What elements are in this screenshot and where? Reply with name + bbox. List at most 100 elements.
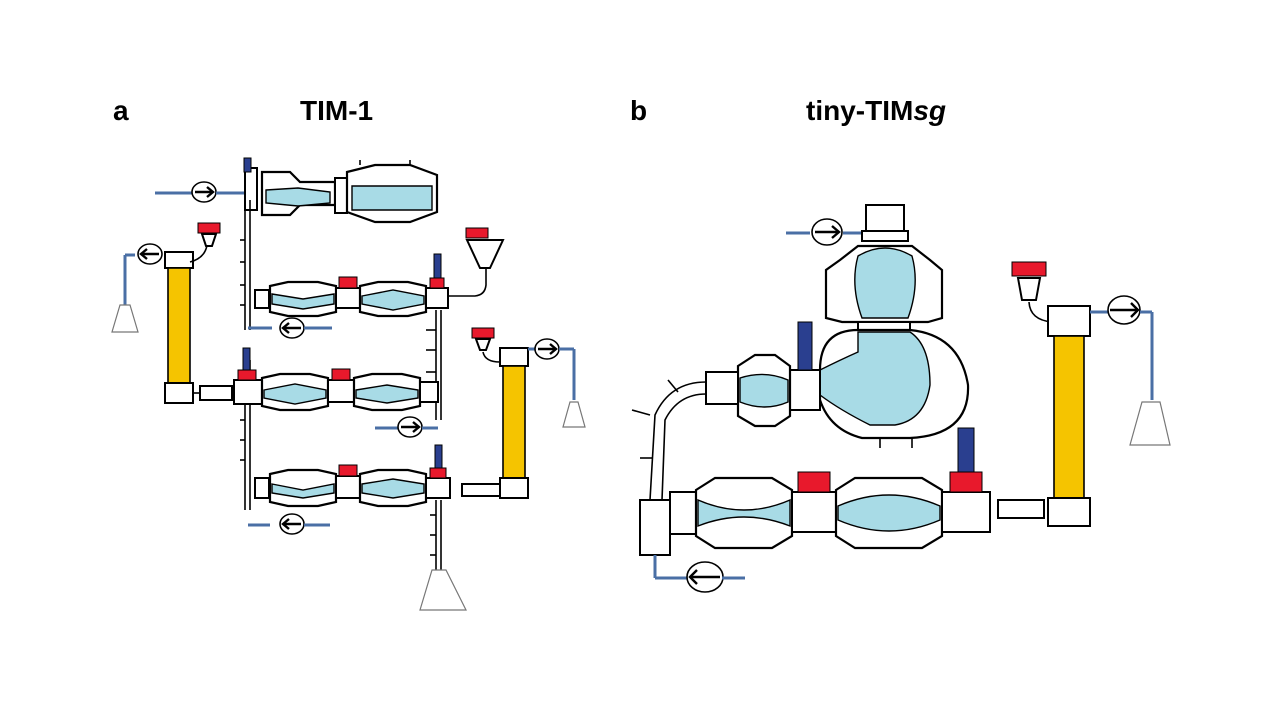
- tim1-row3-connector: [461, 483, 501, 497]
- tinytim-filter-topcap: [1047, 305, 1091, 337]
- tim1-filter-right-valve: [474, 338, 492, 351]
- tinytim-filter-column: [1053, 335, 1085, 499]
- tim1-row1-coupler-left: [254, 289, 270, 309]
- tinytim-filter-valve: [1016, 277, 1042, 301]
- tim1-row1-valve-body: [335, 287, 361, 309]
- tim1-filter-left-pump: [136, 242, 164, 266]
- tim1-diagram: [111, 157, 586, 611]
- tinytim-outlet-valve-body: [789, 369, 821, 411]
- tinytim-diagram: [631, 204, 1171, 593]
- panel-a-letter: a: [113, 95, 129, 126]
- tinytim-pump-top-arrowhead: [831, 225, 841, 239]
- panel-b-title-text: tiny-TIM: [806, 95, 914, 126]
- tim1-row-2: [193, 347, 439, 439]
- tim1-row2-connector: [199, 385, 233, 401]
- tinytim-filter-valve-cap: [1011, 261, 1047, 277]
- tim1-row1-pump: [278, 316, 306, 340]
- tim1-filter-left-elbow: [189, 244, 208, 263]
- tim1-row2-valve-cap: [331, 368, 351, 381]
- panel-b-title: tiny-TIMsg: [806, 95, 946, 127]
- tim1-row2-coupler-left: [233, 379, 263, 405]
- tinytim-intestine-probe: [957, 427, 975, 473]
- tinytim-connecting-pipe: [631, 379, 745, 593]
- tim1-row1-coupler-right: [425, 287, 449, 309]
- tim1-row1-cap-right: [429, 277, 445, 289]
- tim1-filter-left-valve-cap: [197, 222, 221, 234]
- tim1-flask-left: [111, 304, 139, 333]
- tim1-stomach-fluid-right: [351, 185, 433, 211]
- tim1-row2-probe: [242, 347, 251, 371]
- tim1-filter-left-column: [167, 267, 191, 384]
- tim1-filter-left-valve: [200, 233, 218, 247]
- tinytim-stomach: [818, 204, 970, 448]
- tinytim-intestine-fluid-1: [697, 498, 791, 528]
- tim1-row2-cap-left: [237, 369, 257, 381]
- tim1-row1-valve-cap: [338, 276, 358, 289]
- tim1-row-3: [248, 444, 501, 611]
- tim1-row-1: [248, 227, 505, 340]
- tinytim-intestine-fluid-2: [837, 494, 941, 532]
- tim1-row2-coupler-right: [419, 381, 439, 403]
- tim1-filter-right: [471, 327, 586, 499]
- tim1-filter-right-elbow: [482, 351, 501, 363]
- tim1-filter-right-pump: [533, 337, 561, 361]
- tinytim-filter-bottomcap: [1047, 497, 1091, 527]
- tim1-row3-fluid-1: [271, 483, 335, 499]
- panel-b-letter: b: [630, 95, 648, 126]
- tim1-filter-left: [111, 222, 221, 404]
- tim1-manifold-center: [426, 310, 442, 420]
- tim1-row3-coupler-right: [425, 477, 451, 499]
- tinytim-curve-tick-1: [631, 409, 651, 416]
- tim1-flask-right: [562, 401, 586, 428]
- tim1-row3-fluid-2: [361, 478, 425, 499]
- tim1-filter-right-valve-cap: [471, 327, 495, 339]
- tim1-ph-probe-top: [243, 157, 252, 173]
- tinytim-pump-right-arrowhead: [1130, 302, 1140, 318]
- tim1-filter-left-topcap: [164, 251, 194, 269]
- tim1-flask-bottom: [419, 569, 467, 611]
- tim1-row3-valve-cap: [338, 464, 358, 477]
- tinytim-intestine-coupler-left: [669, 491, 697, 535]
- tim1-row2-fluid-1: [263, 383, 327, 405]
- tim1-stomach-joint: [334, 177, 348, 214]
- tim1-filter-right-column: [502, 365, 526, 479]
- tinytim-outlet-coupler: [705, 371, 739, 405]
- tim1-filter-left-bottomcap: [164, 382, 194, 404]
- tim1-row1-reservoir-cap: [465, 227, 489, 239]
- tinytim-intestine-valve-body: [791, 491, 837, 533]
- panel-a-title-text: TIM-1: [300, 95, 374, 126]
- tim1-row2-valve-body: [327, 379, 355, 403]
- tinytim-curve-inner: [661, 393, 707, 501]
- tim1-pump-top: [190, 180, 218, 204]
- tim1-row1-outlet-line: [448, 250, 487, 297]
- tinytim-intestine-coupler-right: [941, 491, 991, 533]
- tinytim-curve-outer: [649, 381, 707, 501]
- tim1-row3-compartment-1: [268, 468, 338, 508]
- tinytim-stomach-inlet-head: [865, 204, 905, 232]
- tim1-row3-valve-body: [335, 475, 361, 499]
- tim1-row2-pump: [396, 415, 424, 439]
- tim1-row1-fluid-2: [361, 289, 425, 311]
- tinytim-filter: [1011, 261, 1171, 527]
- tim1-row2-fluid-2: [355, 384, 419, 404]
- tinytim-stomach-lower-fluid: [819, 331, 931, 426]
- tinytim-pump-bottom-arrowhead: [688, 569, 698, 585]
- tinytim-outlet-probe: [797, 321, 813, 371]
- panel-b-title-suffix: sg: [913, 95, 946, 126]
- tinytim-stomach-inlet-flange: [861, 230, 909, 242]
- tim1-row3-pump: [278, 512, 306, 536]
- tinytim-stomach-clamp: [857, 321, 911, 331]
- tim1-row3-probe: [434, 444, 443, 469]
- tinytim-flask: [1129, 401, 1171, 446]
- tim1-row3-coupler-left: [254, 477, 270, 499]
- tinytim-intestine-row: [669, 427, 1045, 550]
- tinytim-curve-tick-3: [667, 379, 679, 393]
- tinytim-intestine-valve-cap: [797, 471, 831, 493]
- tim1-row1-probe: [433, 253, 442, 279]
- tinytim-outlet-fluid: [739, 373, 789, 408]
- tim1-row1-reservoir: [465, 239, 505, 269]
- tim1-stomach-fluid-left: [265, 187, 331, 207]
- tim1-row1-fluid-1: [271, 293, 335, 310]
- tim1-row3-cap-right: [429, 467, 447, 479]
